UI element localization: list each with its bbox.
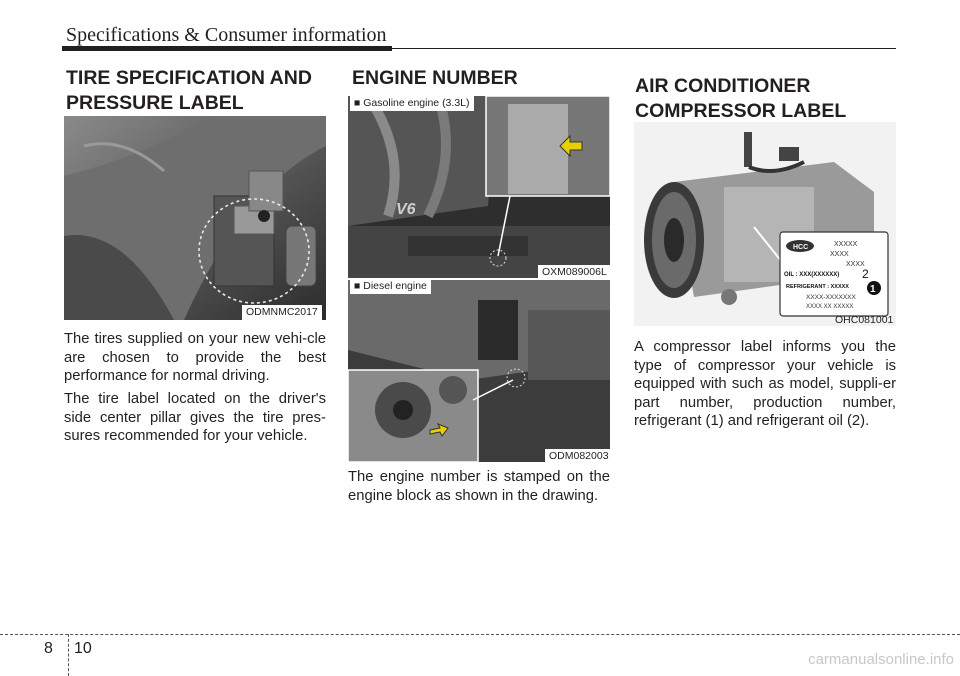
- aircon-paragraph: A compressor label informs you the type …: [634, 339, 896, 429]
- tire-heading-line1: TIRE SPECIFICATION AND: [66, 67, 312, 89]
- label-line-2: XXXX: [830, 251, 849, 258]
- label-line-3: XXXX: [846, 261, 865, 268]
- tire-paragraph-1: The tires supplied on your new vehi-cle …: [64, 331, 326, 384]
- aircon-heading-line1: AIR CONDITIONER: [635, 75, 811, 97]
- engine-heading: ENGINE NUMBER: [352, 67, 518, 89]
- compressor-image-code: OHC081001: [835, 314, 894, 326]
- tire-heading-line2: PRESSURE LABEL: [66, 92, 244, 114]
- running-header: Specifications & Consumer information: [66, 24, 387, 46]
- engine-paragraph: The engine number is stamped on the engi…: [348, 469, 610, 504]
- footer-rule: [0, 634, 960, 635]
- page-number: 10: [74, 640, 92, 657]
- label-brand-text: HCC: [793, 244, 808, 251]
- label-line-6: XXXX-XXXXXXX: [806, 294, 857, 301]
- aircon-heading-line2: COMPRESSOR LABEL: [635, 100, 847, 122]
- diesel-engine-label: ■ Diesel engine: [350, 279, 431, 294]
- gasoline-engine-figure: V6: [348, 96, 610, 278]
- diesel-image-code: ODM082003: [545, 449, 613, 464]
- diesel-engine-figure: [348, 280, 610, 462]
- label-line-refrigerant: REFRIGERANT : XXXXX: [786, 284, 849, 290]
- tire-label-figure: [64, 116, 326, 320]
- header-bar: [62, 46, 392, 51]
- gasoline-engine-illustration: V6: [348, 96, 610, 278]
- aircon-heading: AIR CONDITIONER COMPRESSOR LABEL: [635, 74, 846, 124]
- watermark-text: carmanualsonline.info: [808, 651, 954, 668]
- compressor-figure: HCC XXXXX XXXX XXXX OIL : XXX(XXXXXX) RE…: [634, 122, 896, 326]
- callout-1: 1: [870, 284, 876, 295]
- label-line-oil: OIL : XXX(XXXXXX): [784, 272, 839, 278]
- gasoline-engine-label: ■ Gasoline engine (3.3L): [350, 96, 474, 111]
- gasoline-image-code: OXM089006L: [538, 265, 611, 280]
- v6-emblem: V6: [396, 201, 416, 218]
- compressor-illustration: HCC XXXXX XXXX XXXX OIL : XXX(XXXXXX) RE…: [634, 122, 896, 326]
- label-line-1: XXXXX: [834, 241, 858, 248]
- tire-heading: TIRE SPECIFICATION AND PRESSURE LABEL: [66, 66, 312, 116]
- diesel-engine-illustration: [348, 280, 610, 462]
- tire-image-code: ODMNMC2017: [242, 305, 322, 320]
- label-line-7: XXXX XX XXXXX: [806, 304, 853, 310]
- chapter-number: 8: [44, 640, 53, 657]
- header-rule: [392, 48, 896, 49]
- callout-2: 2: [862, 267, 869, 281]
- tire-paragraph-2: The tire label located on the driver's s…: [64, 391, 326, 444]
- tire-label-illustration: [64, 116, 326, 320]
- footer-separator: [68, 634, 69, 676]
